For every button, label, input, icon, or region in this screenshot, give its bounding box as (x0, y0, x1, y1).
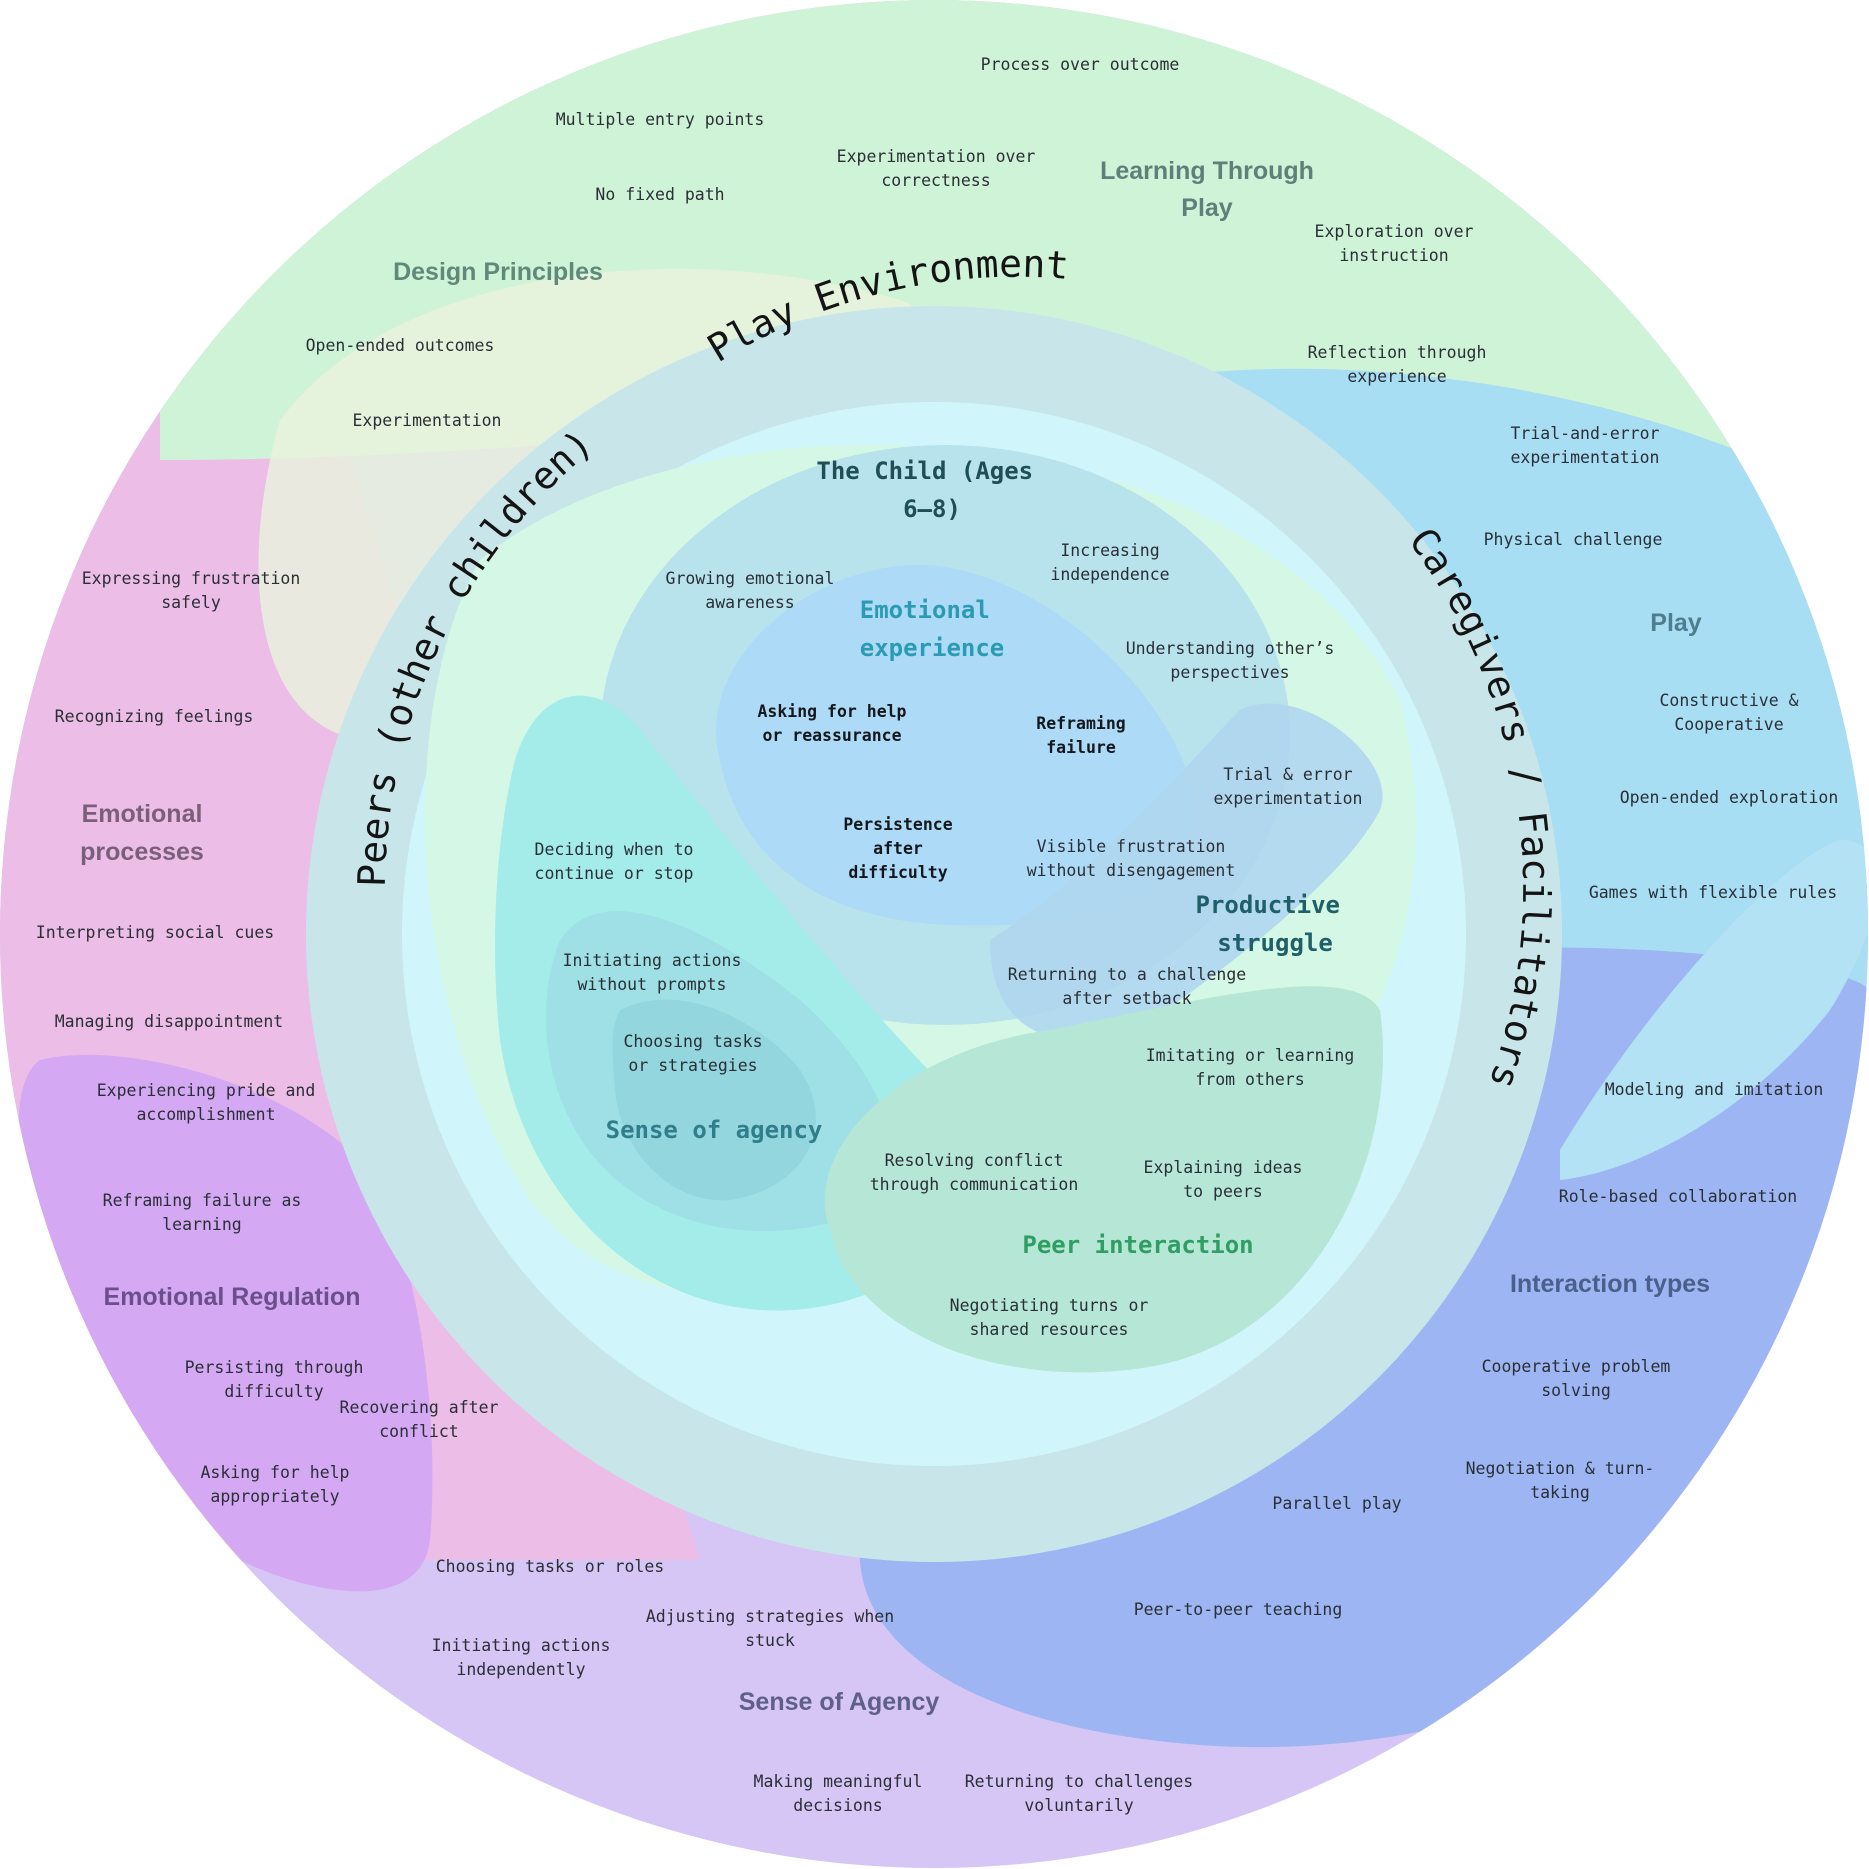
note-experimentation: Experimentation (352, 411, 501, 430)
note-constructive: Constructive &Cooperative (1659, 691, 1798, 734)
note-peer-teaching: Peer-to-peer teaching (1134, 1600, 1343, 1619)
note-process-outcome: Process over outcome (981, 55, 1180, 74)
note-physical-challenge: Physical challenge (1484, 530, 1663, 549)
productive-struggle-zone (990, 703, 1383, 1040)
peer-interaction-zone (824, 986, 1384, 1373)
note-role-based: Role-based collaboration (1559, 1187, 1797, 1206)
emotional-regulation-region-bg (18, 1054, 433, 1592)
emotional-experience-title: Emotional experience (860, 596, 1005, 662)
play-title: Play (1650, 609, 1702, 637)
agency-core-zone (612, 999, 816, 1201)
sense-of-agency-outer-title: Sense of Agency (739, 1688, 940, 1716)
design-principles-title: Design Principles (393, 258, 603, 286)
note-open-exploration: Open-ended exploration (1620, 788, 1839, 807)
outer-notes: Process over outcome Multiple entry poin… (36, 55, 1838, 1815)
note-parallel-play: Parallel play (1272, 1494, 1401, 1513)
emotional-experience-zone (716, 564, 1196, 926)
productive-struggle-title: Productive struggle (1196, 891, 1355, 957)
note-disappointment: Managing disappointment (55, 1012, 283, 1031)
child-title: The Child (Ages 6–8) (816, 457, 1047, 523)
interaction-types-title: Interaction types (1510, 1270, 1710, 1298)
note-choosing-roles: Choosing tasks or roles (436, 1557, 664, 1576)
note-modeling: Modeling and imitation (1605, 1080, 1824, 1099)
note-no-fixed-path: No fixed path (595, 185, 724, 204)
note-social-cues: Interpreting social cues (36, 923, 274, 942)
sense-of-agency-title: Sense of agency (606, 1116, 823, 1144)
note-negotiation-turn: Negotiation & turn-taking (1466, 1459, 1655, 1502)
note-open-ended-outcomes: Open-ended outcomes (306, 336, 495, 355)
play-overlap-blob (1560, 840, 1868, 1180)
peer-interaction-title: Peer interaction (1022, 1231, 1253, 1259)
emotional-regulation-title: Emotional Regulation (104, 1283, 361, 1311)
note-recognizing: Recognizing feelings (55, 707, 254, 726)
note-games-flexible: Games with flexible rules (1589, 883, 1837, 902)
note-multiple-entry: Multiple entry points (556, 110, 765, 129)
